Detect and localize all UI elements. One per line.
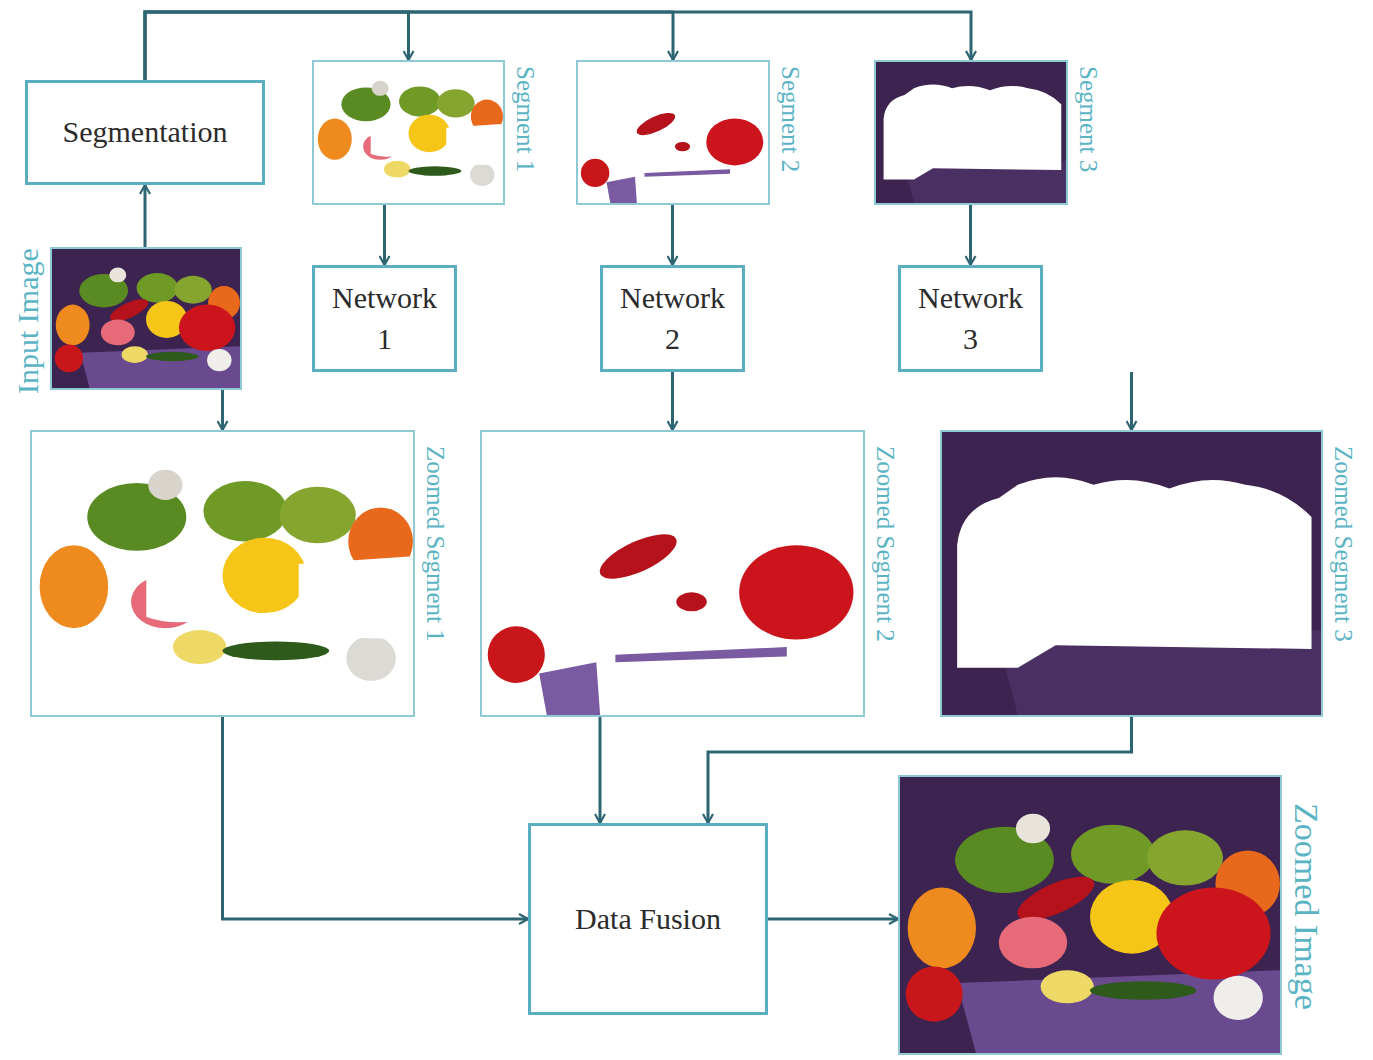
process-box: Segmentation	[25, 80, 265, 185]
flow-arrow	[145, 12, 971, 80]
flow-arrow	[223, 717, 529, 919]
image-label: Segment 2	[777, 66, 805, 172]
image-label: Segment 1	[512, 66, 540, 172]
image-label: Segment 3	[1075, 66, 1103, 172]
pepper-illustration	[942, 432, 1321, 715]
flow-arrow	[383, 205, 386, 265]
box-label: Network 3	[911, 278, 1030, 359]
flow-arrow	[144, 185, 147, 247]
flow-arrow	[671, 205, 674, 265]
pepper-illustration	[52, 249, 240, 388]
pepper-illustration	[900, 777, 1280, 1053]
image-label: Zoomed Segment 2	[872, 446, 900, 642]
image-label: Zoomed Segment 1	[422, 446, 450, 642]
flow-arrow	[599, 717, 602, 823]
pepper-illustration	[32, 432, 413, 715]
zoomed-output-image: Zoomed Image	[898, 775, 1282, 1055]
network-box: Network 2	[600, 265, 745, 372]
box-label: Network 1	[325, 278, 444, 359]
network-box: Network 3	[898, 265, 1043, 372]
zoomed-segment-image: Zoomed Segment 1	[30, 430, 415, 717]
flow-arrow	[969, 205, 972, 265]
image-label: Zoomed Image	[1288, 803, 1325, 1010]
flow-arrow	[1130, 372, 1133, 430]
zoomed-segment-image: Zoomed Segment 3	[940, 430, 1323, 717]
pepper-illustration	[876, 62, 1066, 203]
box-label: Segmentation	[63, 112, 228, 153]
flow-arrow	[768, 918, 898, 921]
box-label: Data Fusion	[575, 899, 721, 940]
segment-image: Segment 3	[874, 60, 1068, 205]
pepper-illustration	[578, 62, 768, 203]
flow-arrow	[671, 372, 674, 430]
image-label: Zoomed Segment 3	[1330, 446, 1358, 642]
pepper-illustration	[482, 432, 863, 715]
segment-image: Segment 1	[312, 60, 505, 205]
image-label: Input Image	[11, 248, 44, 394]
segment-image: Segment 2	[576, 60, 770, 205]
input-image: Input Image	[50, 247, 242, 390]
pepper-illustration	[314, 62, 503, 203]
network-box: Network 1	[312, 265, 457, 372]
zoomed-segment-image: Zoomed Segment 2	[480, 430, 865, 717]
fusion-box: Data Fusion	[528, 823, 768, 1015]
box-label: Network 2	[613, 278, 732, 359]
